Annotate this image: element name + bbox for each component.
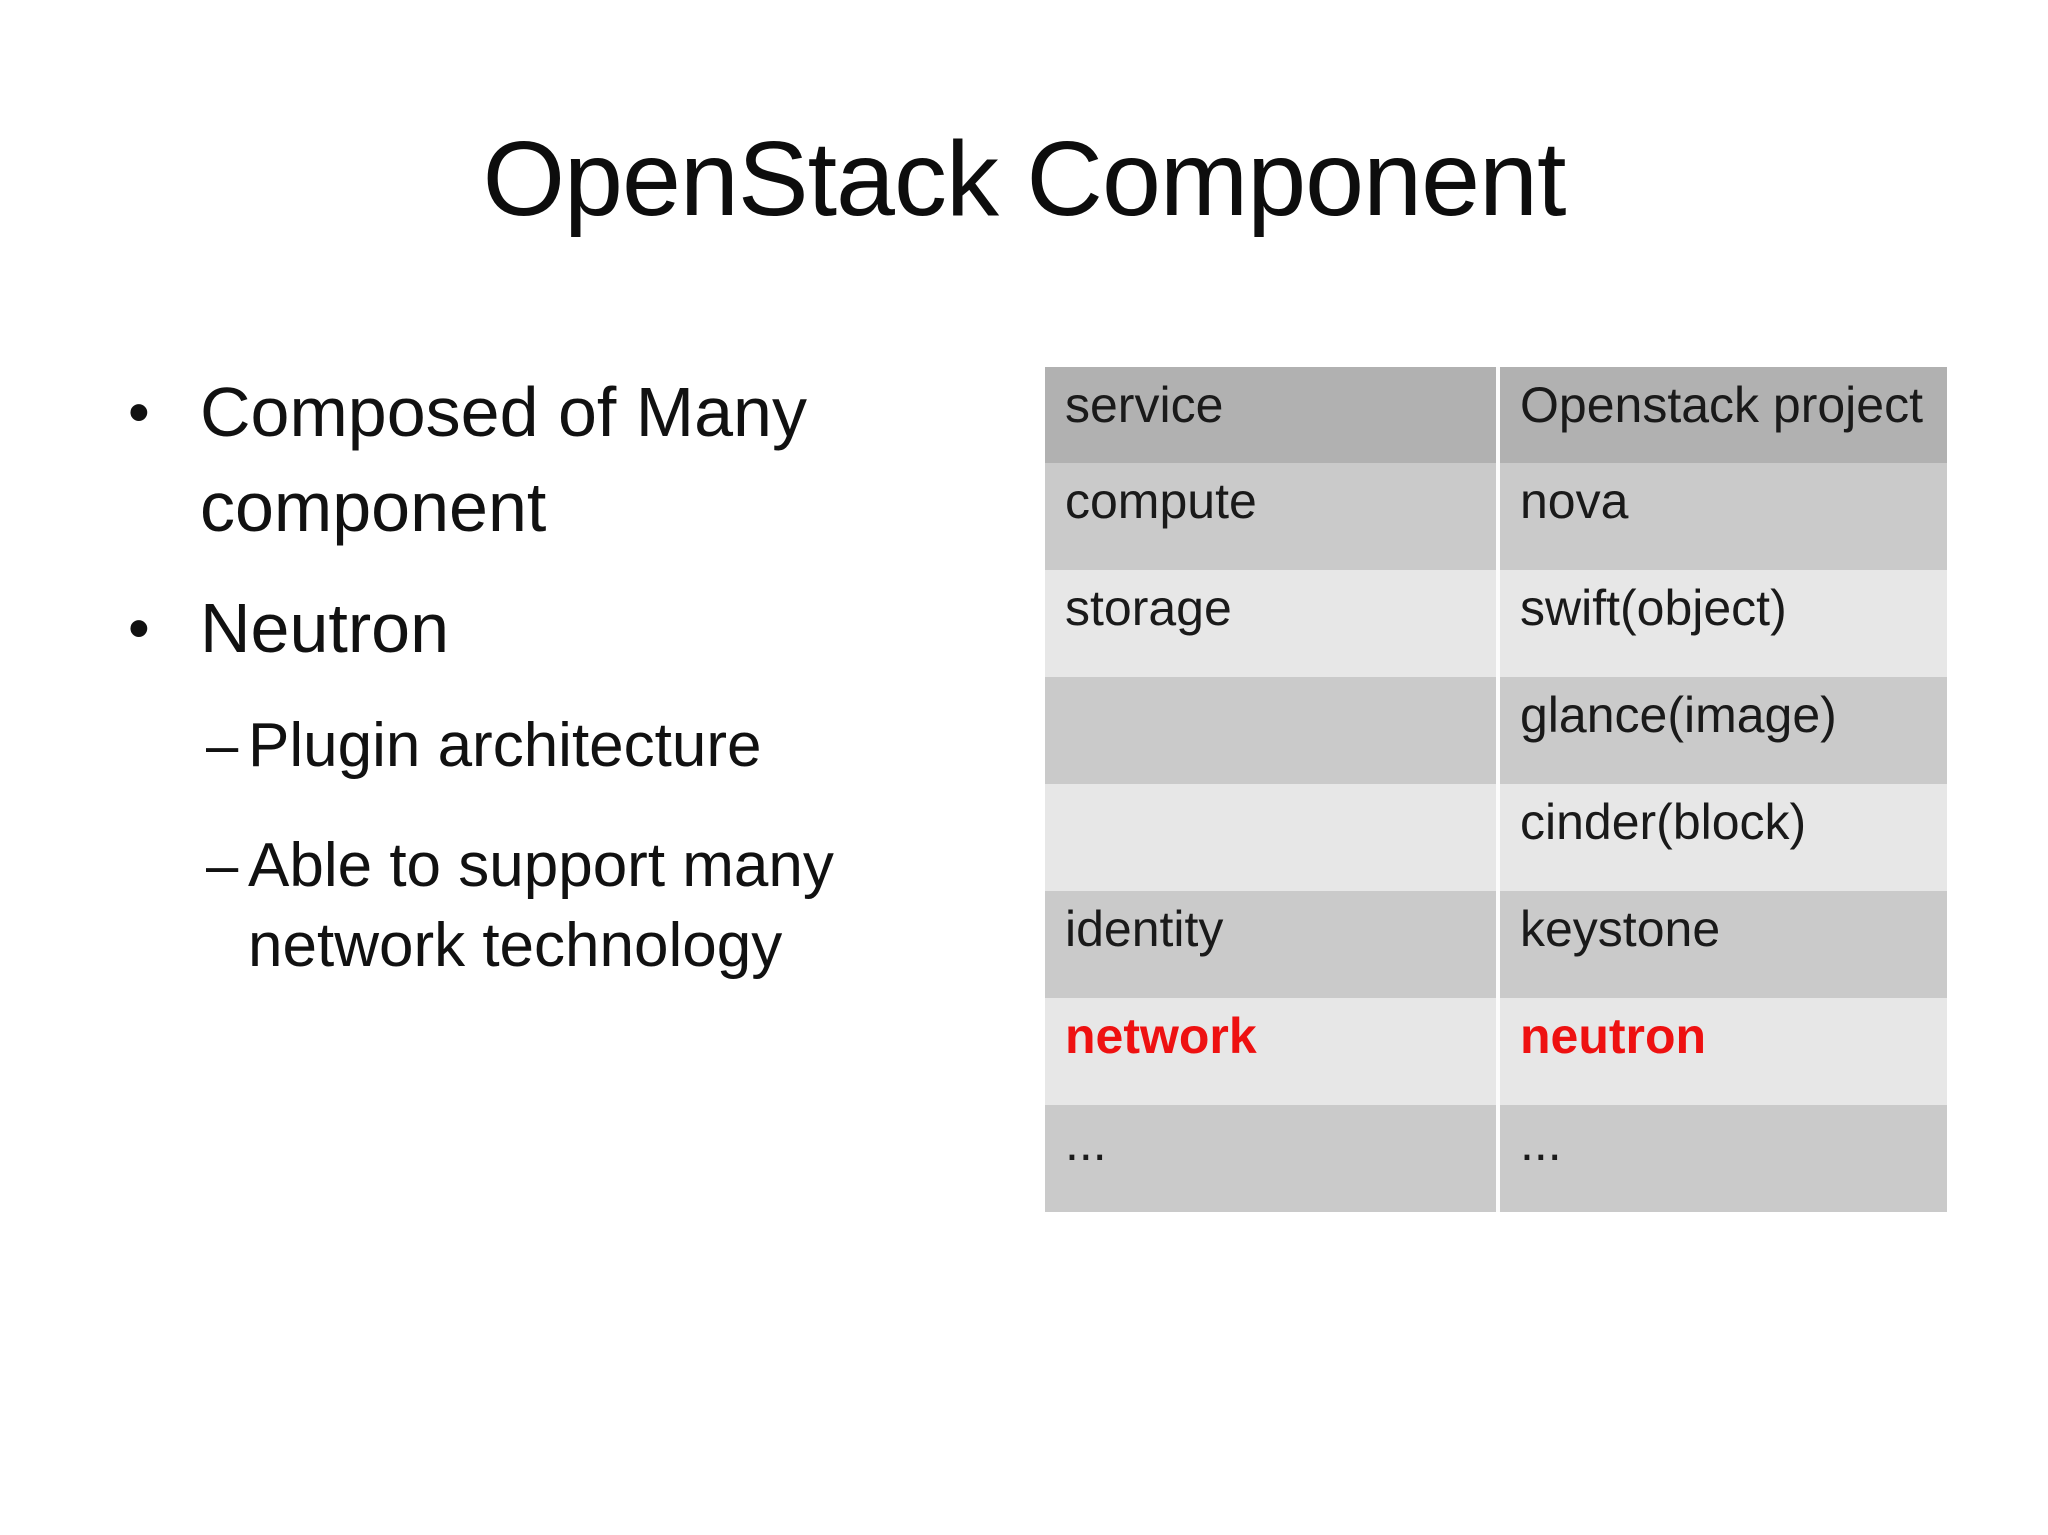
list-item-neutron: • Neutron [100, 581, 1020, 676]
table-cell-network: network [1065, 1008, 1257, 1064]
subbullet-text: Able to support many network technology [248, 831, 834, 980]
table-row: cinder(block) [1045, 784, 1947, 891]
subbullet-text: Plugin architecture [248, 711, 762, 780]
table-row: ... ... [1045, 1105, 1947, 1212]
table-row-network-highlight: network neutron [1045, 998, 1947, 1105]
bullet-icon: • [128, 594, 150, 663]
table-cell [1045, 784, 1496, 891]
table-cell: ... [1496, 1105, 1947, 1212]
table-header-cell-project: Openstack project [1496, 367, 1947, 463]
dash-icon: – [206, 833, 239, 898]
table-cell: storage [1065, 580, 1232, 636]
table-row: storage swift(object) [1045, 570, 1947, 677]
table-cell: nova [1496, 463, 1947, 570]
table-cell: swift(object) [1496, 570, 1947, 677]
list-item-composed: • Composed of Many component [100, 365, 1020, 555]
table-row: compute nova [1045, 463, 1947, 570]
bullet-icon: • [128, 378, 150, 447]
slide-title: OpenStack Component [482, 120, 1567, 238]
bullet-list: • Composed of Many component • Neutron –… [100, 365, 1020, 1026]
table-cell: ... [1065, 1115, 1107, 1171]
table-cell: keystone [1496, 891, 1947, 998]
dash-icon: – [206, 713, 239, 778]
bullet-text: Neutron [200, 589, 450, 667]
table-row: glance(image) [1045, 677, 1947, 784]
table-cell [1045, 677, 1496, 784]
table-header-row: service Openstack project [1045, 367, 1947, 463]
table-cell: glance(image) [1496, 677, 1947, 784]
table-cell: compute [1065, 473, 1257, 529]
table-header-cell-service: service [1065, 377, 1224, 433]
table-row: identity keystone [1045, 891, 1947, 998]
list-subitem-support: – Able to support many network technolog… [100, 826, 1020, 986]
service-project-table: service Openstack project compute nova s… [1045, 367, 1947, 1212]
bullet-text: Composed of Many component [200, 373, 807, 546]
table-cell: identity [1065, 901, 1224, 957]
table-cell-neutron: neutron [1496, 998, 1947, 1105]
list-subitem-plugin: – Plugin architecture [100, 706, 1020, 786]
table-cell: cinder(block) [1496, 784, 1947, 891]
